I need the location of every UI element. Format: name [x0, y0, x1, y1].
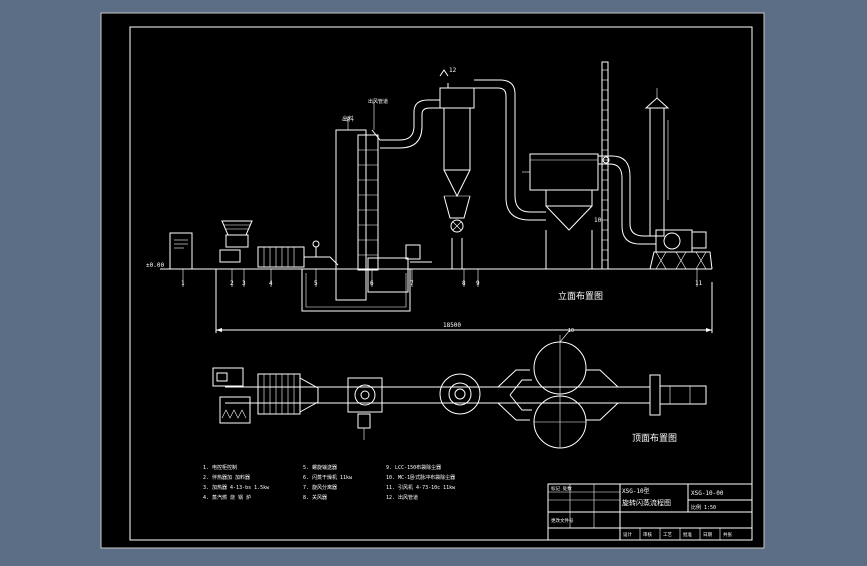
feeder-body [225, 234, 249, 248]
cyclone-head [439, 87, 475, 109]
part-number: 12 [449, 67, 457, 74]
chimney-cap [644, 97, 670, 109]
elevation-view: ±0.00 [146, 61, 713, 333]
plan-drier [347, 377, 383, 413]
part-number: 6 [370, 280, 374, 287]
part-number: 11 [695, 280, 703, 287]
legend-item: 7. 旋风分离器 [303, 484, 337, 491]
level-label: ±0.00 [146, 262, 164, 269]
title-block: XSG-10型 旋转闪蒸流程图 XSG-10-00 比例 1:50 标记 处数 … [547, 483, 753, 541]
part-numbers: 1 2 3 4 5 6 7 8 9 10 11 12 [181, 67, 703, 287]
title-block-cell: 批准 [683, 531, 692, 538]
legend-item: 8. 关风器 [303, 494, 327, 501]
riser-duct [371, 99, 440, 141]
bag-filter-hopper [545, 189, 593, 207]
exhaust-duct [598, 155, 656, 237]
plan-dim-label: 10 [568, 328, 574, 334]
title-block-cell: 日期 [703, 532, 712, 538]
plan-view-label: 顶面布置图 [632, 432, 677, 444]
part-number: 3 [242, 280, 246, 287]
elevation-view-label: 立面布置图 [558, 290, 603, 302]
svg-text:出风管道: 出风管道 [368, 98, 388, 105]
legend-item: 12. 出风管道 [386, 494, 418, 501]
part-number: 1 [181, 280, 185, 287]
legend-item: 4. 蒸汽燃 烧 锅 炉 [203, 494, 251, 501]
title-block-cell: 共张 [723, 531, 732, 538]
title-block-cell: 标记 处数 [551, 485, 572, 492]
title-block-drawing-number: XSG-10-00 [691, 490, 724, 497]
part-number: 2 [230, 280, 234, 287]
rotary-valve [450, 219, 464, 233]
control-cabinet [169, 232, 193, 270]
inner-border [129, 26, 753, 541]
plan-feeder [219, 396, 251, 424]
plan-heater [257, 373, 301, 415]
legend-item: 11. 引风机 4-73-10c 11kw [386, 484, 456, 491]
stirrer [219, 249, 241, 263]
legend-item: 6. 闪蒸干燥机 11kw [303, 474, 353, 481]
legend-item: 1. 电控柜控制 [203, 464, 237, 471]
legend-item: 9. LCC-150布袋除尘器 [386, 464, 441, 471]
ladder-rungs [602, 69, 608, 261]
heater-duct [304, 256, 339, 266]
access-ladder [601, 61, 609, 270]
legend-item: 10. MC-1卧式脉冲布袋除尘器 [386, 474, 455, 481]
svg-text:出料: 出料 [342, 115, 354, 123]
title-block-cell: 审核 [643, 531, 652, 538]
plan-cyclone [439, 373, 481, 415]
part-number: 5 [314, 280, 318, 287]
drier-base [367, 257, 409, 293]
cyclone-vent [439, 69, 449, 77]
cyclone-body [443, 108, 471, 171]
legend-item: 3. 加热器 4-13-bs 1.5kw [203, 484, 270, 491]
drive-motor [405, 244, 421, 260]
legend-item: 2. 伴热器加 加料器 [203, 474, 250, 481]
foundation-pit [301, 269, 411, 312]
plan-view: 10 顶面布置图 [212, 328, 707, 449]
part-number: 9 [476, 280, 480, 287]
fan-motor [691, 231, 707, 249]
flash-drier-column [335, 129, 367, 301]
part-number: 4 [269, 280, 273, 287]
title-block-cell: 设计 [623, 531, 632, 538]
plan-control-cabinet [212, 367, 244, 387]
drawing-sheet [100, 12, 765, 549]
leader-lines [182, 269, 698, 287]
outlet-duct-a [474, 79, 546, 213]
fan-base [649, 251, 713, 270]
overall-dimension: 18500 [443, 322, 461, 329]
plan-fan-motor [659, 385, 707, 405]
title-block-name: 旋转闪蒸流程图 [622, 498, 671, 507]
parts-legend: 1. 电控柜控制 2. 伴热器加 加料器 3. 加热器 4-13-bs 1.5k… [203, 464, 456, 501]
title-block-model: XSG-10型 [622, 487, 650, 495]
part-number: 8 [462, 280, 466, 287]
title-block-scale: 比例 1:50 [691, 504, 716, 511]
part-number: 10 [594, 217, 602, 224]
title-block-cell: 更改文件号 [551, 517, 574, 524]
part-number: 7 [410, 280, 414, 287]
legend-item: 5. 螺旋输送器 [303, 464, 337, 471]
title-block-cell: 工艺 [663, 532, 672, 538]
